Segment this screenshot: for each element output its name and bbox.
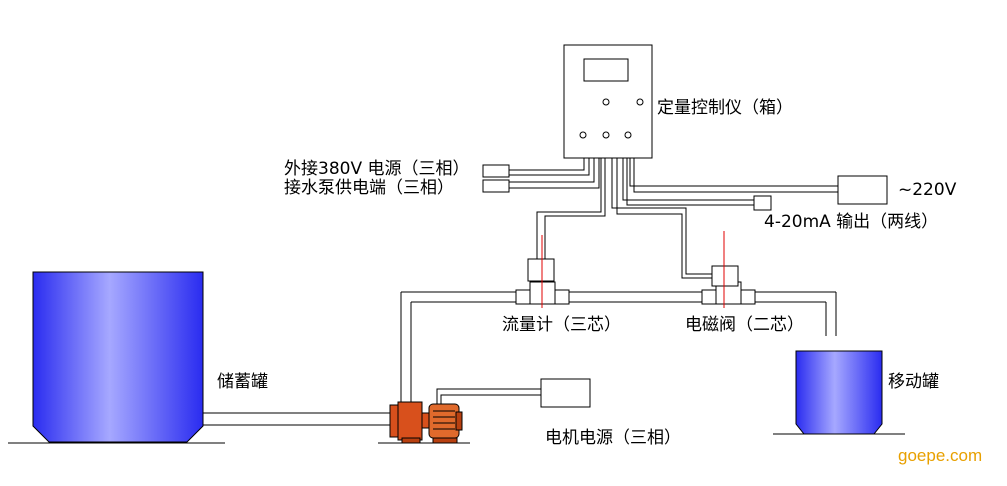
motor-power-box [540,378,591,408]
cables [509,158,838,279]
label-valve: 电磁阀（二芯） [685,315,804,335]
solenoid-valve [701,265,756,305]
label-mobile-tank: 移动罐 [888,372,939,392]
mobile-tank [795,350,883,435]
label-ac-220: ~220V [898,180,957,200]
motor [428,403,463,444]
label-controller: 定量控制仪（箱） [657,98,793,118]
motor-power-cable-2 [440,394,541,406]
label-flowmeter: 流量计（三芯） [502,315,621,335]
label-storage-tank: 储蓄罐 [217,372,268,392]
storage-tank [32,271,204,443]
output-4-20ma-box [753,195,772,211]
power-380v-plug [482,164,510,178]
pipework [203,291,837,426]
pump-supply-plug [482,179,510,193]
motor-power-cable [436,388,541,406]
watermark: goepe.com [898,446,982,465]
label-output-4-20: 4-20mA 输出（两线） [764,212,938,232]
flowmeter [515,258,570,305]
ac-220v-box [837,175,888,205]
label-pump-supply: 接水泵供电端（三相） [284,178,454,198]
pump [389,401,430,444]
label-power-380: 外接380V 电源（三相） [284,159,469,179]
label-motor-power: 电机电源（三相） [545,428,681,448]
controller-box [563,44,653,159]
